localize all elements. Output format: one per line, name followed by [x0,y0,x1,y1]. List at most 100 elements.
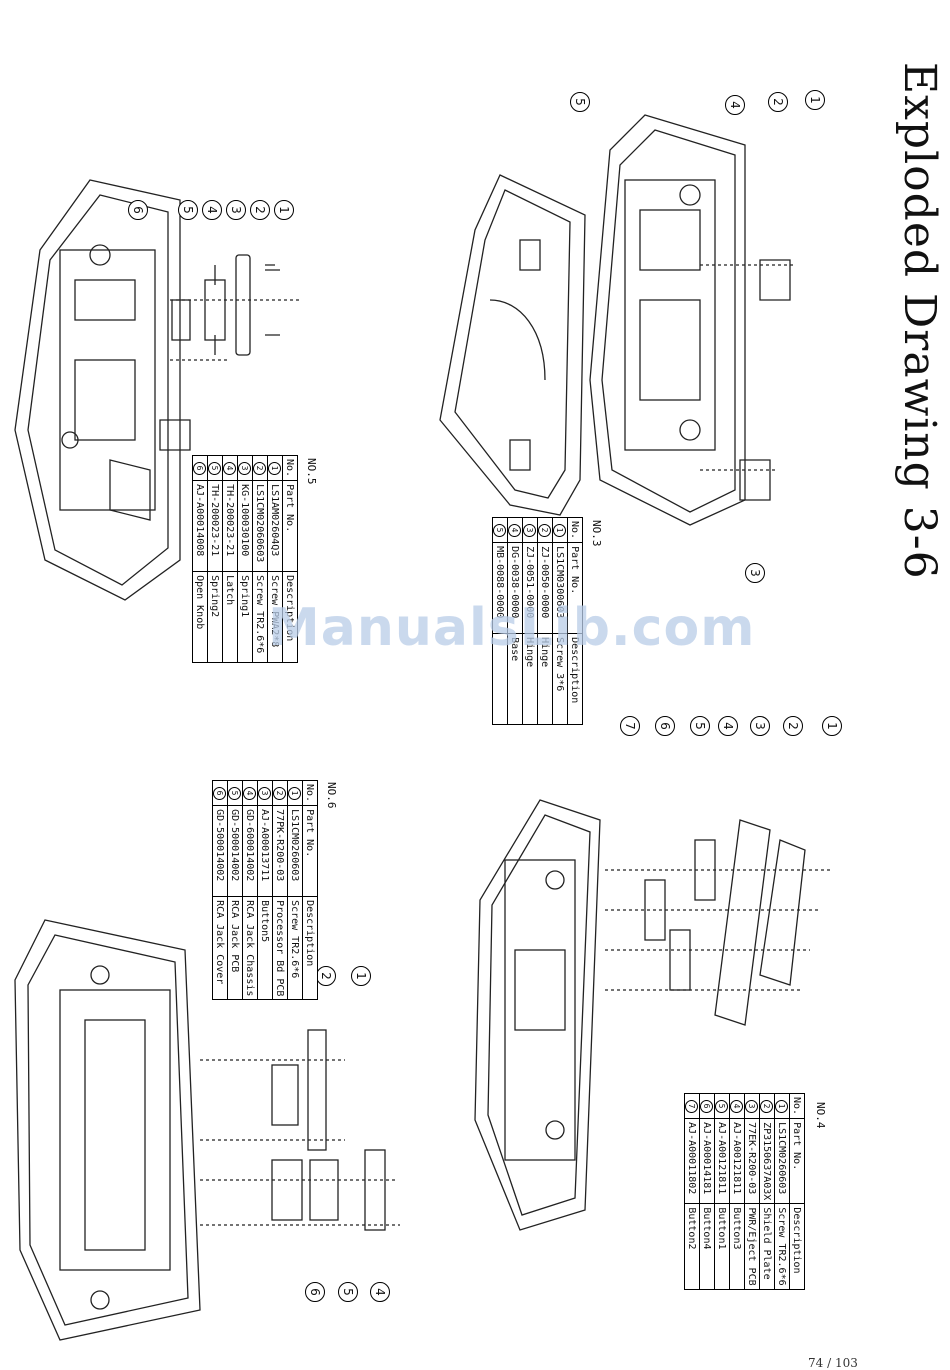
part-description: Screw TR2.6*6 [774,1203,790,1290]
page-number: 74 / 103 [808,1356,858,1370]
part-description: Processor Bd PCB [272,896,288,1000]
row-number: 4 [243,786,257,800]
part-number: GD-500014002 [212,805,228,897]
no6-label: NO.6 [325,782,338,809]
part-description: Screw TR2.6*6 [287,896,303,1000]
no6-housing-drawing [14,919,201,1341]
no3-label: NO.3 [590,520,603,547]
part-description: Button1 [714,1203,730,1290]
row-number: 4 [223,461,237,475]
callout-no6-4: 4 [370,1282,390,1302]
part-description: Button5 [257,896,273,1000]
part-description: PWR/Eject PCB [744,1203,760,1290]
col-no: No. [302,780,318,806]
no4-label: NO.4 [814,1102,827,1129]
part-number: GD-500014002 [227,805,243,897]
no3-base-drawing [439,174,586,516]
callout-no5-5: 5 [178,200,198,220]
row-number: 2 [760,1099,774,1113]
row-number: 4 [508,523,522,537]
callout-no3-4: 4 [725,95,745,115]
col-part-no: Part No. [789,1118,805,1204]
callout-no5-6: 6 [128,200,148,220]
callout-no5-3: 3 [226,200,246,220]
callout-no6-2: 2 [316,966,336,986]
part-number: AJ-A00013711 [257,805,273,897]
row-number: 1 [553,523,567,537]
row-number: 5 [715,1099,729,1113]
part-description: Screw TR2.6*6 [252,571,268,663]
callout-no6-5: 5 [338,1282,358,1302]
callout-no5-4: 4 [202,200,222,220]
row-number: 6 [213,786,227,800]
callout-no3-2: 2 [768,92,788,112]
col-part-no: Part No. [302,805,318,897]
row-number: 5 [228,786,242,800]
row-number: 3 [238,461,252,475]
part-number: LS1CM0260603 [774,1118,790,1204]
row-number: 5 [208,461,222,475]
part-number: AJ-A00011802 [684,1118,700,1204]
row-number: 2 [253,461,267,475]
part-number: AJ-A00121811 [714,1118,730,1204]
callout-no6-6: 6 [305,1282,325,1302]
col-part-no: Part No. [282,480,298,572]
no4-housing-drawing [474,799,601,1231]
part-description: RCA Jack PCB [227,896,243,1000]
no5-parts-drawing [171,254,280,356]
part-description: Button2 [684,1203,700,1290]
callout-no3-3: 3 [745,563,765,583]
row-number: 5 [493,523,507,537]
no3-housing-drawing [589,114,795,526]
row-number: 4 [730,1099,744,1113]
callout-no5-2: 2 [250,200,270,220]
callout-no4-1: 1 [822,716,842,736]
no5-housing-drawing [14,179,300,601]
callout-no5-1: 1 [274,200,294,220]
part-number: TH-200023-21 [222,480,238,572]
callout-no4-3: 3 [750,716,770,736]
row-number: 6 [193,461,207,475]
row-number: 1 [268,461,282,475]
row-number: 2 [538,523,552,537]
table-header-row: No. Part No. Description [302,780,318,1000]
col-description: Description [789,1203,805,1290]
no6-parts-drawing [200,1029,400,1231]
row-number: 3 [745,1099,759,1113]
part-number: KG-100030100 [237,480,253,572]
part-description: RCA Jack Chassis [242,896,258,1000]
col-description: Description [302,896,318,1000]
no4-parts-drawing [605,819,830,1026]
callout-no4-7: 7 [620,716,640,736]
part-description: Shield Plate [759,1203,775,1290]
part-description: Spring2 [207,571,223,663]
part-description: RCA Jack Cover [212,896,228,1000]
part-number: AJ-A00014181 [699,1118,715,1204]
part-number: AJ-A00014008 [192,480,208,572]
no5-label: NO.5 [305,458,318,485]
part-number: GD-600014002 [242,805,258,897]
part-number: 77EK-R200-03 [744,1118,760,1204]
part-description: Open Knob [192,571,208,663]
part-description: Button3 [729,1203,745,1290]
callout-no3-5: 5 [570,92,590,112]
part-number: AJ-A00121811 [729,1118,745,1204]
table-header-row: No. Part No. Description [789,1093,805,1290]
part-description: Latch [222,571,238,663]
